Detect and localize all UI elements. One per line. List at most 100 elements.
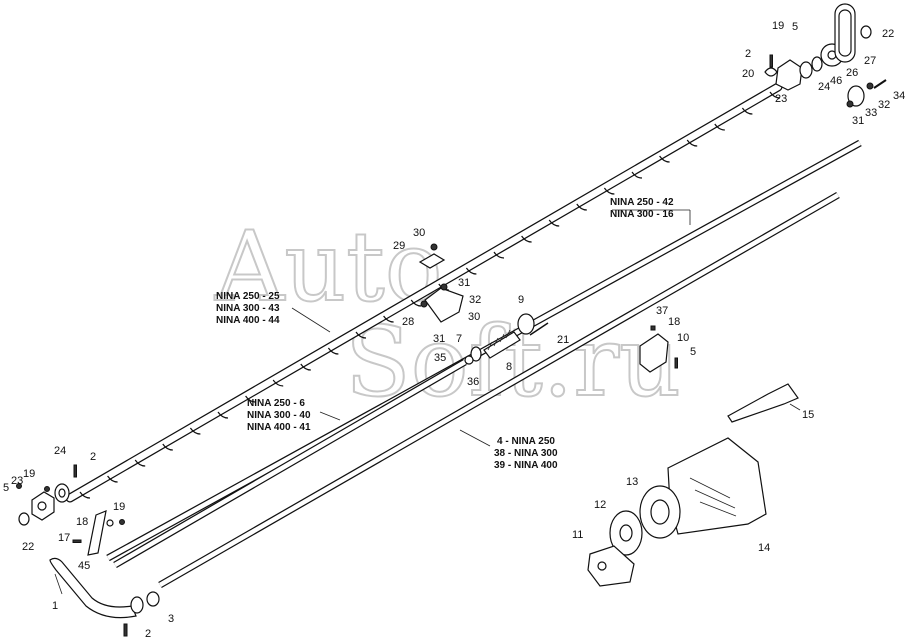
callout-31: 31 (458, 277, 470, 289)
slotted-plate (72, 510, 125, 556)
model-label-line: NINA 300 - 16 (610, 209, 674, 220)
callout-1: 1 (52, 600, 58, 612)
callout-5: 5 (690, 346, 696, 358)
callout-2: 2 (145, 628, 151, 640)
callout-11: 11 (572, 529, 583, 541)
tine-finger (327, 347, 339, 355)
callout-46: 46 (830, 75, 842, 87)
tine-finger (741, 107, 753, 115)
callout-17: 17 (58, 532, 70, 544)
callout-2: 2 (745, 48, 751, 60)
tine-finger (189, 427, 201, 435)
model-label-4-38-39: 4 - NINA 250 38 - NINA 300 39 - NINA 400 (494, 436, 558, 471)
tine-finger (79, 491, 91, 499)
model-label-line: NINA 250 - 25 (216, 291, 280, 302)
tine-finger (134, 459, 146, 467)
callout-36: 36 (467, 376, 479, 388)
tine-finger (493, 251, 505, 259)
tine-finger (465, 267, 477, 275)
callout-30: 30 (413, 227, 425, 239)
tine-finger (410, 299, 422, 307)
model-label-line: 38 - NINA 300 (494, 448, 558, 459)
callout-22: 22 (22, 541, 34, 553)
tine-finger (548, 219, 560, 227)
callout-35: 35 (434, 352, 446, 364)
spring-group (464, 313, 549, 365)
tine-finger (714, 123, 725, 131)
callout-12: 12 (594, 499, 606, 511)
callout-18: 18 (76, 516, 88, 528)
callout-18: 18 (668, 316, 680, 328)
callout-5: 5 (3, 482, 9, 494)
leader-lines (54, 209, 801, 595)
callout-15: 15 (802, 409, 814, 421)
model-label-line: NINA 400 - 44 (216, 315, 280, 326)
callout-24: 24 (818, 81, 830, 93)
callout-26: 26 (846, 67, 858, 79)
model-label-25-43-44: NINA 250 - 25 NINA 300 - 43 NINA 400 - 4… (216, 291, 280, 326)
callout-8: 8 (506, 361, 512, 373)
tine-finger (245, 395, 256, 403)
callout-21: 21 (557, 334, 569, 346)
central-clamp-group (418, 243, 464, 323)
callout-numbers: 1 2 2 2 3 5 5 5 7 8 9 10 11 12 13 14 15 … (3, 20, 905, 640)
callout-23: 23 (775, 93, 787, 105)
model-label-line: NINA 250 - 42 (610, 197, 674, 208)
tine-finger (603, 187, 615, 195)
tine-finger (383, 315, 394, 323)
model-label-line: 39 - NINA 400 (494, 460, 558, 471)
left-bearing-group (16, 464, 77, 526)
tine-fingers (79, 91, 781, 499)
tine-finger (769, 91, 781, 99)
tine-finger (272, 379, 284, 387)
callout-3: 3 (168, 613, 174, 625)
callout-31: 31 (852, 115, 864, 127)
callout-30: 30 (468, 311, 480, 323)
callout-24: 24 (54, 445, 66, 457)
callout-19: 19 (772, 20, 784, 32)
callout-22: 22 (882, 28, 894, 40)
callout-19: 19 (23, 468, 35, 480)
short-rod (113, 358, 467, 569)
callout-14: 14 (758, 542, 770, 554)
tine-finger (162, 443, 173, 451)
model-label-42-16: NINA 250 - 42 NINA 300 - 16 (610, 197, 674, 220)
tine-finger (659, 155, 670, 163)
bevel-gear-13 (639, 485, 681, 539)
model-label-line: NINA 300 - 43 (216, 303, 280, 314)
callout-29: 29 (393, 240, 405, 252)
callout-28: 28 (402, 316, 414, 328)
callout-27: 27 (864, 55, 876, 67)
callout-37: 37 (656, 305, 668, 317)
callout-19: 19 (113, 501, 125, 513)
callout-7: 7 (456, 333, 462, 345)
callout-13: 13 (626, 476, 638, 488)
callout-5: 5 (792, 21, 798, 33)
callout-10: 10 (677, 332, 689, 344)
tine-finger (217, 411, 229, 419)
tine-shaft (65, 82, 783, 503)
tine-finger (107, 475, 118, 483)
model-label-line: NINA 400 - 41 (247, 422, 311, 433)
model-label-line: NINA 250 - 6 (247, 398, 305, 409)
gear-cover-housing (667, 437, 767, 535)
gear-12 (609, 510, 643, 556)
bearing-housing-11 (587, 545, 635, 587)
callout-34: 34 (893, 90, 905, 102)
tensioner-bracket (639, 325, 678, 373)
long-rod (158, 191, 840, 589)
tine-finger (300, 363, 311, 371)
cover-plate-15 (727, 383, 799, 423)
callout-33: 33 (865, 107, 877, 119)
model-label-6-40-41: NINA 250 - 6 NINA 300 - 40 NINA 400 - 41 (247, 398, 311, 433)
callout-45: 45 (78, 560, 90, 572)
callout-32: 32 (878, 99, 890, 111)
callout-31: 31 (433, 333, 445, 345)
tine-finger (631, 171, 643, 179)
tine-finger (521, 235, 532, 243)
model-label-line: NINA 300 - 40 (247, 410, 311, 421)
crank-lever (49, 557, 160, 637)
callout-9: 9 (518, 294, 524, 306)
